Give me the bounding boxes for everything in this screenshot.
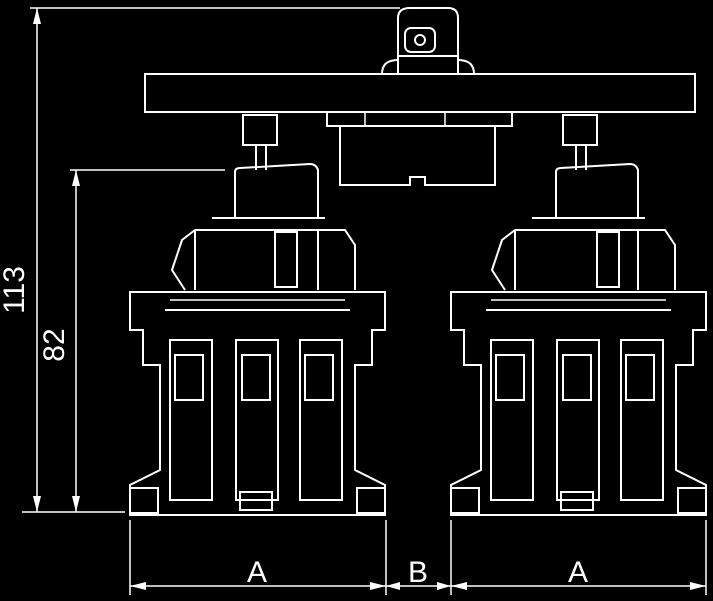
top-knob [381,7,475,75]
dim-113-label: 113 [0,266,31,314]
dimension-lines [22,7,707,595]
middle-block [326,111,513,186]
dim-b-label: B [408,556,428,589]
coupling-bar [144,73,696,113]
dim-82-label: 82 [38,328,71,361]
dimension-labels: 113 82 A B A [0,266,588,589]
left-switch-unit [129,114,386,516]
dim-a-left-label: A [247,556,267,589]
dim-a-right-label: A [568,556,588,589]
right-switch-unit [450,114,707,516]
